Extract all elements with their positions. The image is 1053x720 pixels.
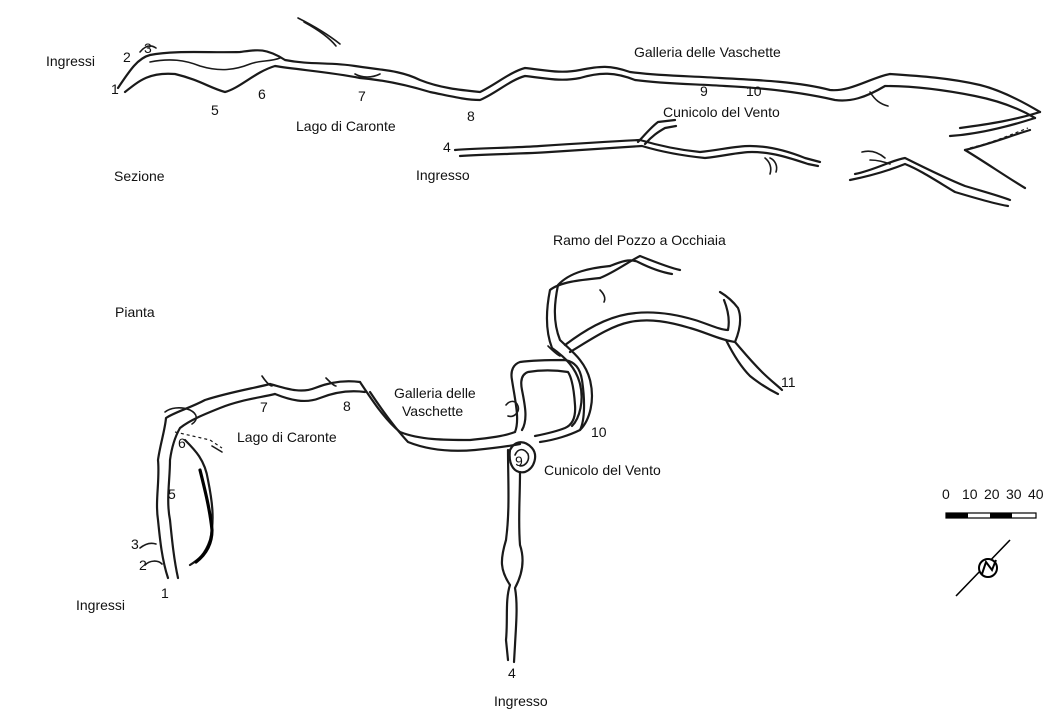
section-entrances-label: Ingressi: [46, 53, 95, 69]
plan-point-7: 7: [260, 399, 268, 415]
scale-tick-40: 40: [1028, 486, 1044, 502]
section-entrance-label: Ingresso: [416, 167, 470, 183]
section-tunnel-label: Cunicolo del Vento: [663, 104, 780, 120]
plan-entrance-label: Ingresso: [494, 693, 548, 709]
scale-tick-10: 10: [962, 486, 978, 502]
section-drawing: [116, 17, 1042, 208]
north-arrow-icon: [955, 539, 1011, 597]
section-point-2: 2: [123, 49, 131, 65]
scale-tick-0: 0: [942, 486, 950, 502]
section-point-3: 3: [144, 40, 152, 56]
scale-tick-30: 30: [1006, 486, 1022, 502]
plan-title: Pianta: [115, 304, 155, 320]
plan-point-1: 1: [161, 585, 169, 601]
plan-point-9: 9: [515, 453, 523, 469]
section-lake-label: Lago di Caronte: [296, 118, 396, 134]
section-point-10: 10: [746, 83, 762, 99]
section-point-8: 8: [467, 108, 475, 124]
section-point-7: 7: [358, 88, 366, 104]
section-point-6: 6: [258, 86, 266, 102]
scale-tick-20: 20: [984, 486, 1000, 502]
plan-point-2: 2: [139, 557, 147, 573]
scale-bar: 0 10 20 30 40: [942, 486, 1044, 519]
plan-gallery-label-line2: Vaschette: [402, 403, 463, 419]
section-point-1: 1: [111, 81, 119, 97]
plan-point-8: 8: [343, 398, 351, 414]
section-point-4: 4: [443, 139, 451, 155]
section-title: Sezione: [114, 168, 165, 184]
plan-point-4: 4: [508, 665, 516, 681]
plan-lake-label: Lago di Caronte: [237, 429, 337, 445]
plan-gallery-label-line1: Galleria delle: [394, 385, 476, 401]
section-point-9: 9: [700, 83, 708, 99]
section-point-5: 5: [211, 102, 219, 118]
plan-point-11: 11: [781, 374, 796, 390]
plan-entrances-label: Ingressi: [76, 597, 125, 613]
plan-point-10: 10: [591, 424, 607, 440]
plan-point-5: 5: [168, 486, 176, 502]
section-gallery-label: Galleria delle Vaschette: [634, 44, 781, 60]
plan-point-3: 3: [131, 536, 139, 552]
plan-drawing: [139, 254, 784, 664]
plan-point-6: 6: [178, 435, 186, 451]
plan-branch-label: Ramo del Pozzo a Occhiaia: [553, 232, 726, 248]
plan-tunnel-label: Cunicolo del Vento: [544, 462, 661, 478]
